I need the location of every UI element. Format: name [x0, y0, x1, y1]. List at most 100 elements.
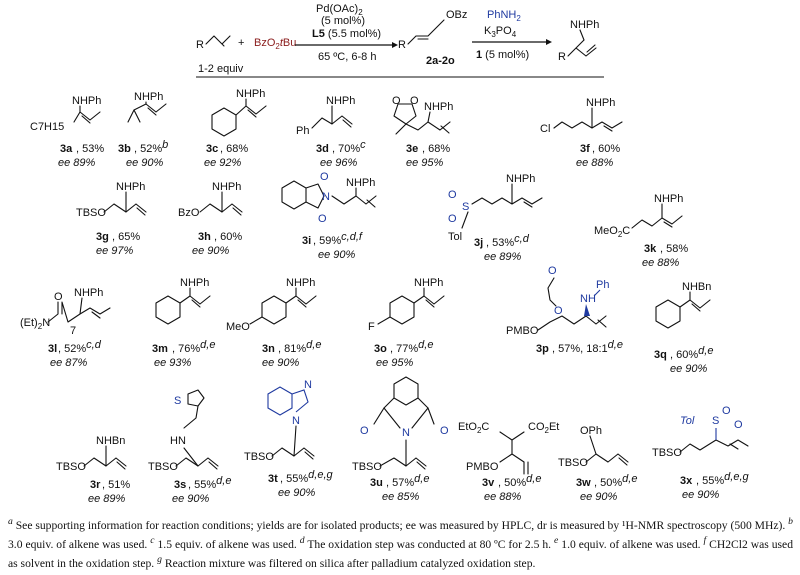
amine-3l: NHPh: [74, 287, 103, 299]
bonds-3l: [47, 301, 111, 323]
intermediate-label: 2a-2o: [426, 55, 455, 67]
bonds-3e: [395, 121, 451, 135]
dbl-3q: [691, 303, 701, 312]
product-r: R: [558, 51, 566, 63]
group-3w: TBSO: [558, 457, 588, 469]
amine-3o: NHPh: [414, 277, 443, 289]
group-3h: BzO: [178, 207, 200, 219]
o1-3i: O: [320, 171, 329, 183]
bonds-3n: [285, 295, 317, 305]
group-3a: C7H15: [30, 121, 64, 133]
yield-3c: , 68%: [220, 143, 248, 155]
yield-3r: , 51%: [102, 479, 130, 491]
amine-3a: NHPh: [72, 95, 101, 107]
compound-3k: MeO2C NHPh 3k , 58% ee 88%: [594, 193, 688, 269]
ring-3n: [261, 295, 287, 325]
benzo-3i: [281, 180, 307, 210]
s-3x: S: [712, 415, 719, 427]
label-3b: 3b: [118, 143, 131, 155]
ee-3l: ee 87%: [50, 357, 88, 369]
label-3n: 3n: [262, 343, 275, 355]
amine-3k: NHPh: [654, 193, 683, 205]
bonds-3f: [553, 121, 623, 129]
label-3q: 3q: [654, 349, 667, 361]
group-3n: MeO: [226, 321, 250, 333]
footnote-b: 3.0 equiv. of alkene was used.: [8, 537, 148, 551]
dbl-3a: [81, 115, 91, 124]
dbl-3r: [116, 461, 126, 470]
compound-3c: NHPh 3c , 68% ee 92%: [204, 88, 267, 169]
benzimidazole-benzo-3t: [267, 386, 293, 416]
amine-3i: NHPh: [346, 177, 375, 189]
label-3s: 3s: [174, 479, 186, 491]
n-3u: N: [402, 427, 410, 439]
label-3g: 3g: [96, 231, 109, 243]
ring-3o: [389, 295, 415, 325]
compound-3v: EtO2C CO2Et PMBO 3v , 50%d,e ee 88%: [458, 421, 559, 503]
nbond-3t: [293, 425, 297, 457]
ee-3x: ee 90%: [682, 489, 720, 501]
compound-3n: MeO NHPh 3n , 81%d,e ee 90%: [226, 277, 321, 369]
label-3f: 3f: [580, 143, 590, 155]
group-3x: TBSO: [652, 447, 682, 459]
yield-3i: , 59%c,d,f: [313, 231, 363, 247]
footnote-e: 1.0 equiv. of alkene was used.: [561, 537, 701, 551]
label-3a: 3a: [60, 143, 73, 155]
o-3l: O: [54, 291, 63, 303]
compound-3o: F NHPh 3o , 77%d,e ee 95%: [368, 277, 445, 369]
o2-3x: O: [734, 419, 743, 431]
dbl-3m: [191, 299, 201, 308]
group-3s: TBSO: [148, 461, 178, 473]
reaction-scheme: R + BzO2tBu 1-2 equiv Pd(OAc)2 (5 mol%) …: [20, 3, 750, 505]
amine-3f: NHPh: [586, 97, 615, 109]
o1-3e: O: [392, 95, 401, 107]
label-3o: 3o: [374, 343, 387, 355]
ee-3w: ee 90%: [580, 491, 618, 503]
intermediate-obz: OBz: [446, 9, 467, 21]
imide-bonds-3u: [373, 407, 435, 429]
compound-3j: S O O Tol NHPh 3j , 53%c,d ee 89%: [448, 173, 543, 263]
label-3p: 3p: [536, 343, 549, 355]
amine-3c: NHPh: [236, 88, 265, 100]
ee-3e: ee 95%: [406, 157, 444, 169]
o2-3j: O: [448, 213, 457, 225]
catalyst-1: 1 (5 mol%): [476, 49, 529, 61]
imide-3u: [383, 397, 429, 409]
product-n-bond: [579, 29, 585, 41]
group-3u: TBSO: [352, 461, 382, 473]
ee-3q: ee 90%: [670, 363, 708, 375]
dbl-3l: [91, 311, 101, 319]
malonate-3v: [499, 431, 525, 463]
o1-3x: O: [722, 405, 731, 417]
compound-3h: BzO NHPh 3h , 60% ee 90%: [178, 181, 243, 257]
yield-3o: , 77%d,e: [390, 339, 433, 355]
group-3d: Ph: [296, 125, 309, 137]
ee-3g: ee 97%: [96, 245, 134, 257]
bonds-3j: [461, 197, 543, 229]
obond-3w: [589, 435, 597, 455]
thiophene-3s: [187, 389, 205, 407]
amine-3s: HN: [170, 435, 186, 447]
compound-3x: Tol S O O TBSO 3x , 55%d,e,g ee 90%: [652, 405, 750, 501]
arrow-1-head: [392, 42, 398, 48]
nbond-3e: [427, 111, 431, 123]
dbl-3i: [366, 199, 376, 208]
compound-3f: Cl NHPh 3f , 60% ee 88%: [540, 97, 623, 169]
dbl-3e: [440, 125, 450, 134]
o2-3p: O: [554, 305, 563, 317]
bonds-3k: [631, 215, 683, 229]
vinyl-3v: [523, 461, 529, 475]
meo-bond-3n: [249, 316, 263, 325]
n1-3t: N: [304, 379, 312, 391]
seven-3l: 7: [70, 325, 76, 337]
group-3r: TBSO: [56, 461, 86, 473]
yield-3w: , 50%d,e: [594, 473, 637, 489]
intermediate-bonds: [407, 19, 445, 45]
dioxolane-3e: [393, 103, 417, 125]
plus-sign: +: [238, 37, 244, 49]
label-3u: 3u: [370, 477, 383, 489]
group-3k: MeO2C: [594, 225, 630, 239]
group-3g: TBSO: [76, 207, 106, 219]
amine-3b: NHPh: [134, 91, 163, 103]
